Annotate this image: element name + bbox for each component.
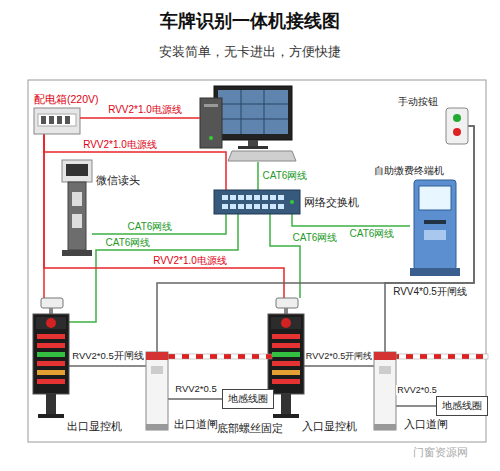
cable [385,126,474,352]
cable-label: RVV4*0.5开闸线 [392,286,468,298]
device-label: 自助缴费终端机 [374,165,444,177]
device-label: 网络交换机 [304,196,359,209]
box-text: 地感线圈 [442,400,482,412]
device-label: 手动按钮 [398,96,438,108]
manual-button-icon [446,108,468,144]
diagram-title: 车牌识别一体机接线图 [160,11,340,33]
manual-button: 手动按钮 [446,108,468,144]
network-switch-icon [214,190,300,214]
cable [69,365,146,367]
computer-icon [200,86,296,161]
cable-label: RVV2*0.5 [396,385,437,396]
device-label: 出口显控机 [67,420,122,433]
watermark: 门窗资源网 [413,446,468,459]
cable [396,405,436,407]
power-cable [80,117,200,119]
note: 底部螺丝固定 [217,422,283,435]
cable-label: RVV2*0.5开闸线 [305,351,373,362]
device-label: 微信读头 [96,174,140,187]
loop-coil: 地感线圈 [436,396,488,416]
cable-label: CAT6网线 [105,237,152,249]
subtitle: 安装简单，无卡进出，方便快捷 [159,45,341,60]
device-label: 入口道闸 [404,418,448,431]
exit-gate-icon [146,352,168,430]
cable [92,214,226,234]
barrier-arm [168,354,272,359]
cable [168,398,222,400]
cable-label: RVV2*0.5开闸线 [71,350,145,361]
cable-label: CAT6网线 [292,232,339,244]
network-switch: 网络交换机 [214,190,300,214]
cable-label: CAT6网线 [349,228,396,240]
payment-kiosk: 自助缴费终端机 [410,180,460,276]
exit-gate: 出口道闸 [146,352,168,430]
loop-coil: 地感线圈 [222,389,274,409]
cable-label: RVV2*1.0电源线 [152,255,228,267]
cable-label: CAT6网线 [127,221,174,233]
cable-label: RVV2*1.0电源线 [108,104,182,116]
cable [157,126,474,352]
device-label: 出口道闸 [174,418,218,431]
wechat-reader: 微信读头 [62,160,92,256]
power-box-icon [34,108,80,134]
entry-controller: 入口显控机 [268,298,304,418]
barrier-arm [396,354,488,359]
cable-label: RVV2*0.5 [174,383,218,394]
entry-gate-icon [374,352,396,430]
exit-controller-icon [33,298,69,418]
wechat-reader-icon [62,160,92,256]
device-label: 配电箱(220V) [34,93,99,106]
payment-kiosk-icon [410,180,460,276]
cable-label: RVV2*1.0电源线 [82,139,158,151]
network-cable [257,162,259,190]
entry-gate: 入口道闸 [374,352,396,430]
exit-controller: 出口显控机 [33,298,69,418]
device-label: 入口显控机 [302,420,357,433]
cable-label: CAT6网线 [263,170,308,182]
wiring-frame [28,80,486,442]
power-box: 配电箱(220V) [34,108,80,134]
cable [304,365,374,367]
box-text: 地感线圈 [228,393,268,405]
cable [292,214,410,226]
